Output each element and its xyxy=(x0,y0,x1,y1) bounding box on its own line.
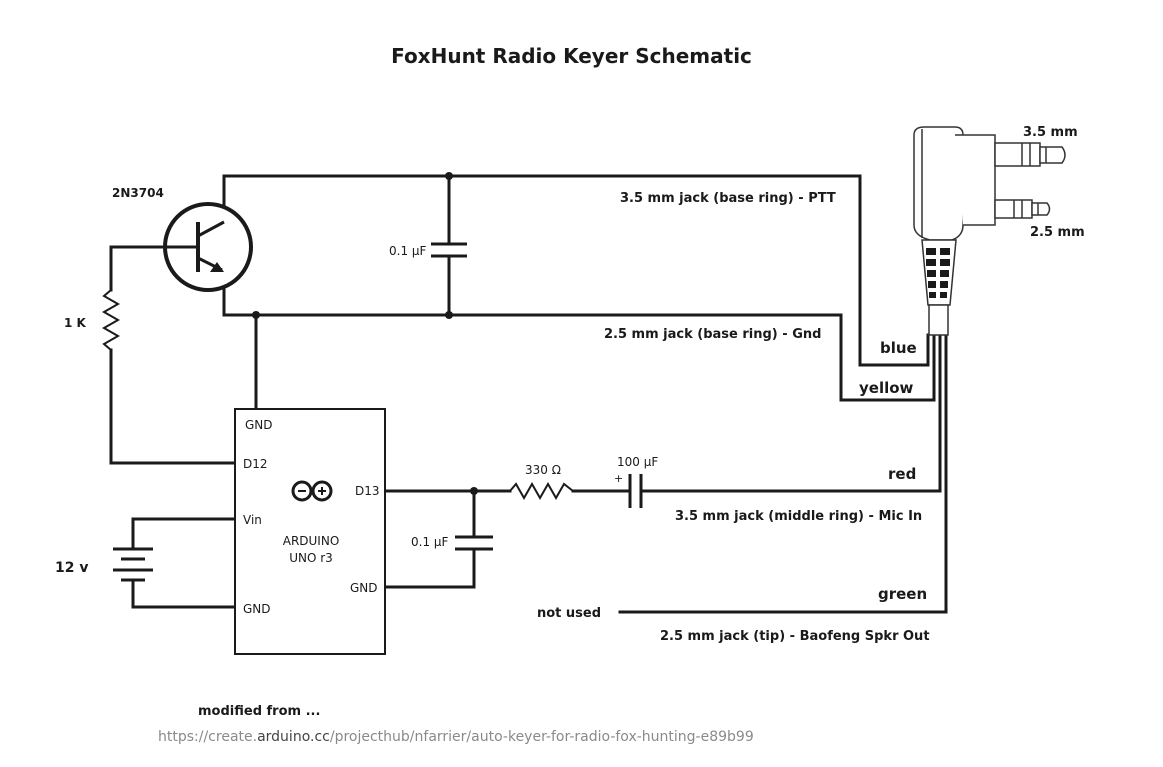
battery-label: 12 v xyxy=(55,560,88,576)
resistor-330-label: 330 Ω xyxy=(525,463,561,477)
arduino-name-line2: UNO r3 xyxy=(289,551,333,565)
wire-label-blue: blue xyxy=(880,339,917,357)
wire-battery-plus xyxy=(131,517,237,551)
arduino-pin-gnd-top: GND xyxy=(245,418,273,432)
wire-base xyxy=(109,245,168,292)
resistor-1k xyxy=(101,289,121,351)
modified-note: modified from ... xyxy=(198,704,321,719)
capacitor-top-label: 0.1 µF xyxy=(389,244,427,258)
transistor-label: 2N3704 xyxy=(112,186,164,200)
url-path: /projecthub/nfarrier/auto-keyer-for-radi… xyxy=(329,729,754,745)
wire-label-green: green xyxy=(878,585,927,603)
label-mic: 3.5 mm jack (middle ring) - Mic In xyxy=(675,509,922,524)
wire-cap-bottom xyxy=(383,489,476,589)
wire-label-red: red xyxy=(888,465,916,483)
wire-ptt-rail xyxy=(222,174,930,367)
plug-label-35: 3.5 mm xyxy=(1023,125,1078,140)
arduino-pin-gnd-right: GND xyxy=(350,581,378,595)
capacitor-bottom-label: 0.1 µF xyxy=(411,535,449,549)
junction-dot xyxy=(252,311,260,319)
url-domain: arduino.cc xyxy=(257,729,330,745)
arduino-pin-d12: D12 xyxy=(243,457,268,471)
junction-dot xyxy=(445,172,453,180)
wire-mic xyxy=(639,333,942,493)
plug-label-25: 2.5 mm xyxy=(1030,225,1085,240)
wire-gnd-rail xyxy=(222,268,936,402)
battery-symbol xyxy=(113,547,153,582)
label-gnd: 2.5 mm jack (base ring) - Gnd xyxy=(604,327,821,342)
capacitor-bottom xyxy=(455,535,493,551)
arduino-pin-gnd-left: GND xyxy=(243,602,271,616)
label-ptt: 3.5 mm jack (base ring) - PTT xyxy=(620,191,836,206)
arduino-pin-vin: Vin xyxy=(243,513,262,527)
dual-plug-connector-icon xyxy=(913,126,1066,336)
capacitor-top xyxy=(431,242,467,258)
wire-label-yellow: yellow xyxy=(859,379,914,397)
arduino-name-line1: ARDUINO xyxy=(283,534,340,548)
junction-dot xyxy=(470,487,478,495)
capacitor-plus-sign: + xyxy=(614,472,623,485)
wire-battery-minus xyxy=(131,578,237,609)
capacitor-electrolytic xyxy=(628,474,643,508)
arduino-board xyxy=(234,408,386,655)
url-prefix: https://create. xyxy=(158,729,258,745)
label-not-used: not used xyxy=(537,606,601,621)
source-url[interactable]: https://create.arduino.cc/projecthub/nfa… xyxy=(158,729,754,745)
resistor-330 xyxy=(509,481,574,501)
page-title: FoxHunt Radio Keyer Schematic xyxy=(391,44,752,68)
wire-resistor-to-d12 xyxy=(109,348,237,465)
capacitor-electrolytic-label: 100 µF xyxy=(617,455,658,469)
arduino-pin-d13: D13 xyxy=(355,484,380,498)
transistor-symbol xyxy=(163,202,253,292)
arduino-infinity-icon xyxy=(291,480,333,502)
resistor-1k-label: 1 K xyxy=(64,316,87,330)
label-spkr: 2.5 mm jack (tip) - Baofeng Spkr Out xyxy=(660,629,930,644)
wire-spkr xyxy=(618,333,948,614)
junction-dot xyxy=(445,311,453,319)
